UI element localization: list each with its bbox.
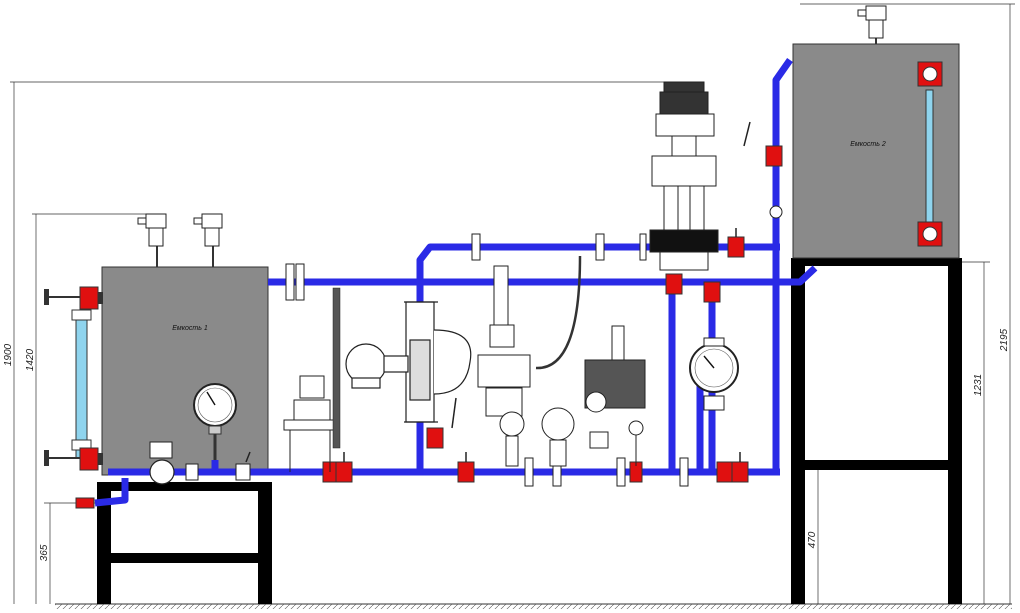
left-tank-label: Емкость 1 [172,325,208,332]
pressure-transmitter-2 [499,411,525,467]
temperature-sensor [628,420,644,466]
dim-right-stand-low: 470 [807,531,818,548]
flexible-hose [535,255,582,370]
drain-valve [75,497,95,509]
manifold-valve [589,431,609,449]
ground-line [55,603,1012,609]
left-sight-glass [44,286,103,471]
right-stand-frame [791,258,962,604]
center-transmitter [477,265,531,417]
junction-box [584,325,646,413]
right-sight-glass [917,61,943,247]
level-switch-right [857,5,887,39]
right-pressure-gauge [689,337,739,411]
dim-left-stand: 365 [39,544,50,561]
left-stand-frame [97,482,272,604]
valve-handles [245,121,751,463]
pressure-transmitter-1 [283,375,337,472]
control-valve-actuator [649,81,719,271]
dim-right-stand-top: 1231 [973,374,984,396]
right-tank-label: Емкость 2 [850,141,886,148]
level-switch-left-2 [193,213,223,247]
ball-valves [322,145,783,483]
dim-left-overall: 1900 [3,343,14,366]
dim-left-tank-height: 1420 [25,348,36,371]
left-pressure-gauge [193,383,237,475]
coriolis-flowmeter [345,301,472,423]
dim-right-overall: 2195 [999,328,1010,352]
filter-fitting [149,441,251,485]
pressure-transmitter-3 [541,407,575,467]
level-switch-left-1 [137,213,167,247]
check-valve [769,205,783,219]
impulse-line [332,287,341,449]
left-tank: Емкость 1 [101,245,269,476]
